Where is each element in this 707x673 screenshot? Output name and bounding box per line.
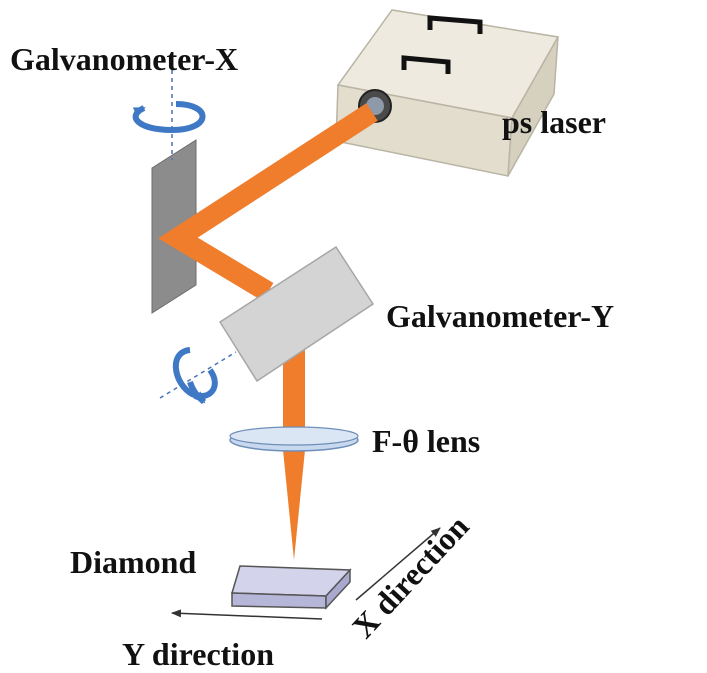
laser-top-bracket-lower [401,55,451,74]
y-direction-arrow [171,609,323,620]
arrow-tip [187,380,207,405]
ps-laser-label: ps laser [502,104,606,140]
galvanometer-y-rotation [159,347,237,405]
diamond-front-face [231,592,327,609]
diamond-label: Diamond [70,544,196,580]
f-theta-lens-label: F-θ lens [372,423,480,459]
galvanometer-x-mirror [151,139,197,314]
laser-top-bracket-upper [427,15,483,34]
y-direction-label: Y direction [122,636,274,672]
galvanometer-x-rotation [132,62,206,160]
galvanometer-x-label: Galvanometer-X [10,41,238,77]
ps-laser [335,9,560,177]
galvanometer-y-axis [159,351,237,399]
laser-beam [158,103,378,560]
f-theta-lens [229,426,359,452]
galvanometer-y-block [218,245,375,383]
focused-beam [283,450,305,560]
x-direction-arrow [355,527,441,601]
galvanometer-y-label: Galvanometer-Y [386,298,614,334]
circular-arrow-icon [172,347,218,399]
circular-arrow-icon [132,101,206,134]
diamond-sample [231,565,352,610]
laser-side-face [507,36,559,177]
diamond-side-face [325,568,351,610]
x-direction-label: X direction [345,508,476,645]
